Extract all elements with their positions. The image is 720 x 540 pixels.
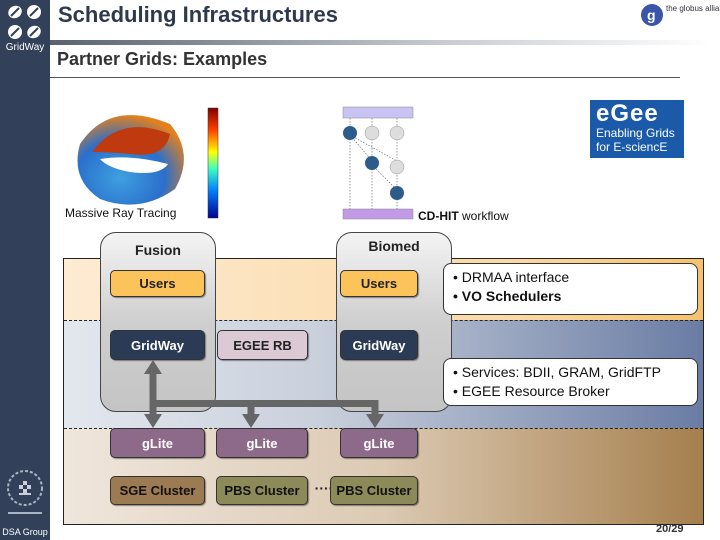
sge-cluster-box: SGE Cluster [110, 476, 205, 505]
cluster-ellipsis: ···· [314, 480, 334, 496]
gridway-logo-icon [8, 5, 41, 39]
svg-text:g: g [647, 7, 656, 23]
workflow-caption-rest: workflow [458, 209, 509, 223]
group-label: DSA Group [2, 527, 48, 537]
pbs-cluster-box: PBS Cluster [330, 476, 418, 505]
vo-label: Fusion [135, 242, 181, 258]
gridway-box: GridWay [340, 330, 418, 360]
vo-label: Biomed [368, 238, 420, 254]
arrow-down-icon [366, 414, 384, 428]
globus-g-icon: g [641, 4, 663, 26]
glite-box: gLite [110, 428, 205, 458]
arrow-down-icon [242, 414, 260, 428]
workflow-caption-bold: CD-HIT [418, 209, 459, 223]
users-box: Users [110, 270, 205, 297]
slide-subtitle: Partner Grids: Examples [57, 49, 268, 69]
info-line: • VO Schedulers [453, 288, 562, 304]
glite-box: gLite [340, 428, 418, 458]
gridway-logo-text: GridWay [5, 42, 45, 53]
users-box: Users [340, 270, 418, 297]
slide-title: Scheduling Infrastructures [58, 2, 338, 27]
info-line: • Services: BDII, GRAM, GridFTP [453, 364, 661, 380]
workflow-caption: CD-HIT workflow [418, 209, 509, 223]
info-box-middle: • Services: BDII, GRAM, GridFTP • EGEE R… [443, 358, 698, 406]
cd-hit-workflow-image [342, 106, 414, 220]
subtitle-rule [50, 77, 680, 78]
connection-arrows [144, 360, 384, 428]
pbs-cluster-box: PBS Cluster [216, 476, 308, 505]
sidebar: GridWay DSA Group [0, 0, 50, 540]
gridway-box: GridWay [110, 330, 205, 360]
arrow-down-icon [144, 414, 162, 428]
info-line: • DRMAA interface [453, 269, 570, 285]
glite-box: gLite [216, 428, 308, 458]
egee-logo-line1: Enabling Grids [596, 126, 675, 140]
egee-logo-main: eGee [596, 100, 659, 127]
title-underline [50, 40, 710, 45]
ray-tracing-image [77, 107, 219, 219]
ray-tracing-caption: Massive Ray Tracing [65, 206, 177, 220]
globus-logo-text: the globus alliance [666, 4, 720, 13]
globus-logo: g the globus alliance [640, 2, 720, 34]
info-line: • EGEE Resource Broker [453, 383, 610, 399]
egee-logo: eGee Enabling Grids for E-sciencE [590, 100, 684, 158]
arrow-up-icon [144, 360, 162, 374]
info-box-top: • DRMAA interface • VO Schedulers [443, 263, 698, 315]
university-crest-icon [7, 470, 43, 514]
egee-rb-box: EGEE RB [217, 330, 308, 360]
page-number: 20/29 [656, 523, 684, 535]
vo-fusion: Fusion [100, 232, 216, 412]
egee-logo-line2: for E-sciencE [596, 140, 668, 154]
vo-biomed: Biomed [336, 232, 452, 412]
